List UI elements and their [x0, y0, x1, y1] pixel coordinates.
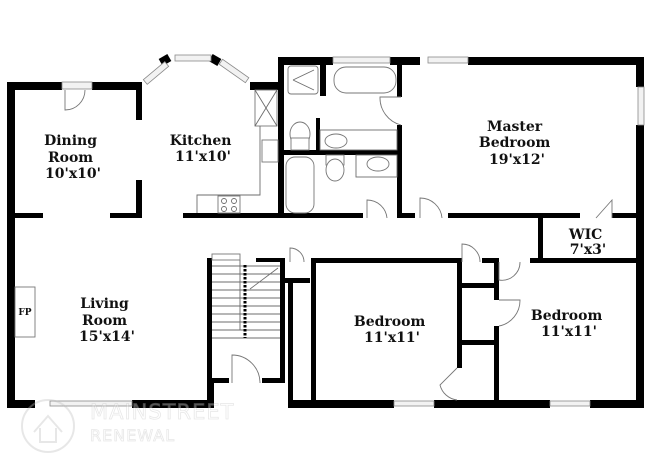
kitchen-sink — [261, 139, 279, 163]
dining-label: Dining Room 10'x10' — [44, 133, 102, 182]
walls — [7, 54, 644, 408]
room-labels: Dining Room 10'x10' Kitchen 11'x10' Mast… — [18, 119, 607, 346]
fireplace-label: FP — [18, 308, 31, 318]
house-logo-icon — [21, 399, 75, 453]
bedroom-2-label: Bedroom 11'x11' — [354, 314, 430, 346]
stove-icon — [217, 195, 241, 214]
doors — [64, 89, 613, 401]
bathtub — [333, 66, 397, 94]
bedroom-3-label: Bedroom 11'x11' — [531, 308, 607, 340]
living-room-label: Living Room 15'x14' — [79, 296, 135, 345]
sink — [324, 133, 348, 149]
bathtub-2 — [285, 156, 315, 214]
master-bedroom-label: Master Bedroom 19'x12' — [479, 119, 555, 168]
fixtures — [14, 65, 398, 339]
watermark-line2: RENEWAL — [90, 426, 176, 446]
shower — [287, 65, 319, 95]
fireplace — [14, 286, 36, 338]
watermark-line1: MAINSTREET — [90, 400, 235, 425]
wic-label: WIC 7'x3' — [568, 227, 607, 258]
staircase — [212, 260, 280, 339]
windows — [49, 54, 645, 407]
kitchen-label: Kitchen 11'x10' — [170, 133, 237, 165]
watermark: MAINSTREET RENEWAL — [20, 398, 260, 456]
